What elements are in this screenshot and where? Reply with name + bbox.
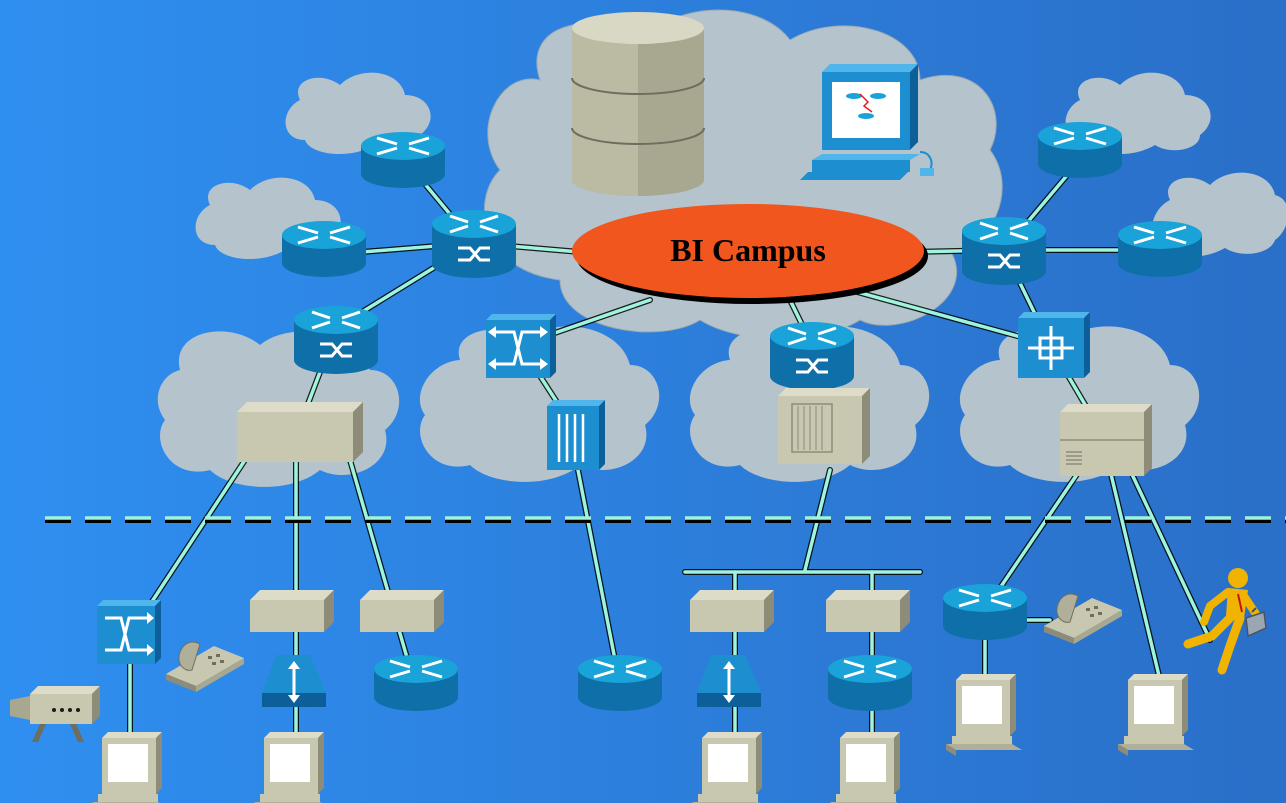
bridge-icon — [690, 590, 774, 632]
atm-switch-icon — [97, 600, 161, 664]
multilayer-switch-icon — [1018, 312, 1090, 378]
layer3-switch-icon — [430, 208, 518, 280]
bridge-icon — [250, 590, 334, 632]
workstation-icon — [692, 732, 768, 803]
campus-label: BI Campus — [670, 232, 826, 268]
mobile-user-icon — [1183, 568, 1267, 675]
workstation-icon — [946, 674, 1022, 756]
campus-hub — [572, 204, 928, 304]
router-icon — [1116, 219, 1204, 279]
workgroup-switch-icon — [697, 655, 761, 707]
router-icon — [280, 219, 368, 279]
ip-phone-icon — [166, 641, 244, 692]
management-station-icon — [800, 64, 934, 180]
router-icon — [576, 653, 664, 713]
atm-switch-icon — [486, 314, 556, 378]
bridge-icon — [360, 590, 444, 632]
bridge-icon — [826, 590, 910, 632]
server-icon — [1060, 404, 1152, 476]
bridge-icon — [547, 400, 605, 470]
boundary-line — [45, 516, 1286, 523]
layer3-switch-icon — [960, 215, 1048, 287]
layer3-switch-icon — [292, 304, 380, 376]
workstation-icon — [1118, 674, 1194, 756]
ip-phone-icon — [1044, 593, 1122, 644]
server-icon — [237, 402, 363, 462]
router-icon — [359, 130, 447, 190]
router-icon — [372, 653, 460, 713]
router-icon — [941, 582, 1029, 642]
database-icon — [571, 12, 705, 196]
video-camera-icon — [10, 686, 100, 742]
router-icon — [826, 653, 914, 713]
workgroup-switch-icon — [262, 655, 326, 707]
layer3-switch-icon — [768, 320, 856, 392]
workstation-icon — [254, 732, 330, 803]
workstation-icon — [830, 732, 906, 803]
router-icon — [1036, 120, 1124, 180]
workstation-icon — [92, 732, 168, 803]
server-icon — [778, 388, 870, 464]
